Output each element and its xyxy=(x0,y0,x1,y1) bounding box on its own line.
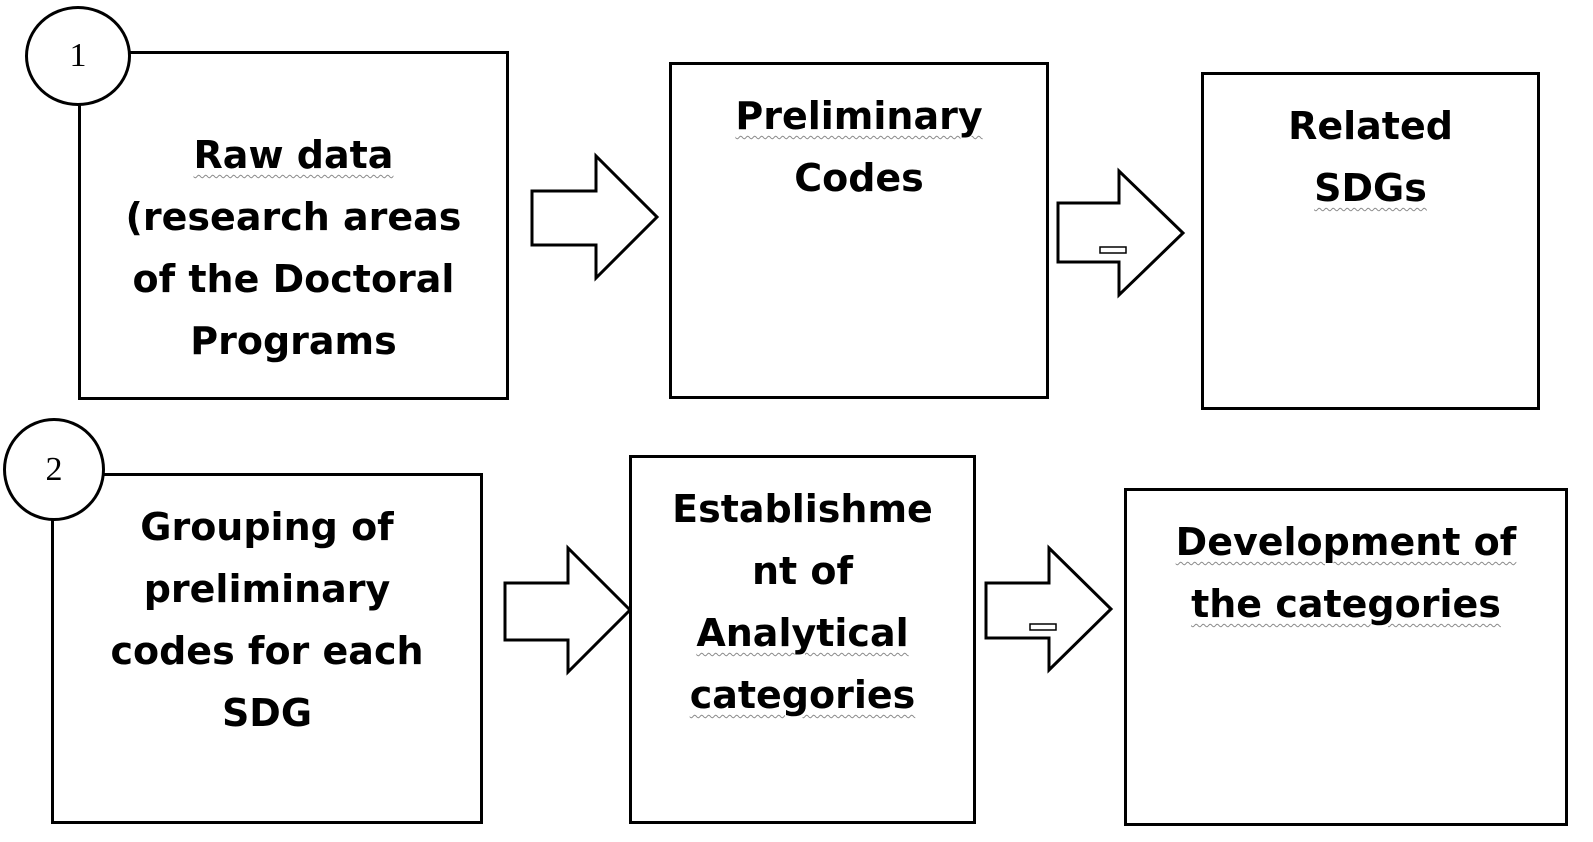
preliminary-codes-line-2: Codes xyxy=(794,156,924,200)
development-line-2-text: the categories xyxy=(1191,582,1501,626)
step-2-circle: 2 xyxy=(3,418,105,521)
grouping-line-2: preliminary xyxy=(143,567,391,611)
establishment-line-4-text: categories xyxy=(689,673,916,717)
raw-data-line-4: Programs xyxy=(190,319,397,363)
raw-data-line-1-text: Raw data xyxy=(193,133,394,177)
preliminary-codes-box: Preliminary Codes xyxy=(669,62,1049,399)
raw-data-line-3: of the Doctoral xyxy=(132,257,455,301)
establishment-box: Establishme nt of Analytical categories xyxy=(629,455,976,824)
arrow-right-icon xyxy=(503,544,633,676)
grouping-box: Grouping of preliminary codes for each S… xyxy=(51,473,483,824)
related-sdgs-line-2-text: SDGs xyxy=(1314,166,1427,210)
raw-data-box: Raw data (research areas of the Doctoral… xyxy=(78,51,509,400)
establishment-line-3-text: Analytical xyxy=(696,611,909,655)
arrow-right-icon xyxy=(984,544,1114,674)
development-line-2: the categories xyxy=(1127,573,1565,635)
related-sdgs-box: Related SDGs xyxy=(1201,72,1540,410)
establishment-line-4: categories xyxy=(632,664,973,726)
establishment-line-2: nt of xyxy=(751,549,854,593)
preliminary-codes-line-1: Preliminary xyxy=(672,85,1046,147)
grouping-line-3: codes for each xyxy=(110,629,424,673)
grouping-line-1: Grouping of xyxy=(140,505,394,549)
raw-data-line-1: Raw data xyxy=(81,124,506,186)
step-1-number: 1 xyxy=(69,37,87,74)
related-sdgs-line-1: Related xyxy=(1288,104,1453,148)
raw-data-line-2: (research areas xyxy=(125,195,462,239)
arrow-right-icon xyxy=(530,152,660,282)
establishment-line-1: Establishme xyxy=(672,487,933,531)
grouping-line-4: SDG xyxy=(221,691,313,735)
step-1-circle: 1 xyxy=(25,6,131,106)
arrow-right-icon xyxy=(1056,167,1186,299)
step-2-number: 2 xyxy=(45,450,63,488)
development-line-1: Development of xyxy=(1127,511,1565,573)
development-box: Development of the categories xyxy=(1124,488,1568,826)
establishment-line-3: Analytical xyxy=(632,602,973,664)
related-sdgs-line-2: SDGs xyxy=(1204,157,1537,219)
development-line-1-text: Development of xyxy=(1175,520,1517,564)
preliminary-codes-line-1-text: Preliminary xyxy=(735,94,983,138)
